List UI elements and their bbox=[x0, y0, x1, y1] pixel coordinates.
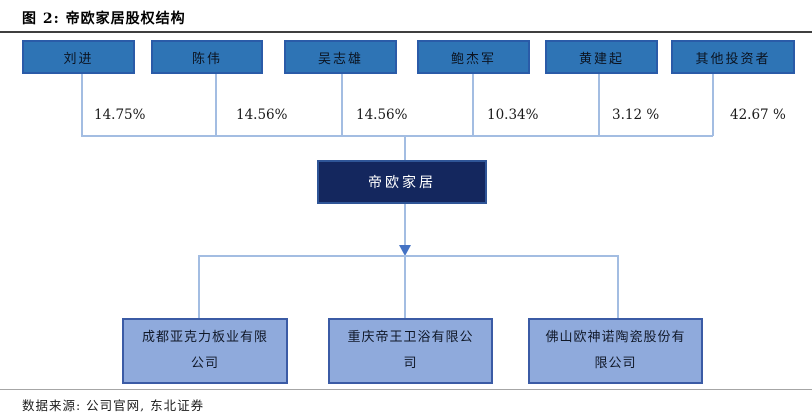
stake-label-1: 14.75% bbox=[94, 107, 146, 123]
connector-to-company bbox=[404, 135, 406, 160]
subsidiary-node-foshan: 佛山欧神诺陶瓷股份有 限公司 bbox=[528, 318, 703, 384]
connector-drop-1 bbox=[81, 74, 83, 136]
subsidiary-node-chengdu: 成都亚克力板业有限 公司 bbox=[122, 318, 288, 384]
connector-drop-4 bbox=[472, 74, 474, 136]
company-arrow-line bbox=[404, 204, 406, 248]
subsidiary-node-chongqing: 重庆帝王卫浴有限公 司 bbox=[328, 318, 493, 384]
upper-bus-line bbox=[81, 135, 713, 137]
subsidiary-drop-2 bbox=[404, 255, 406, 318]
shareholder-node-baojiejun: 鲍杰军 bbox=[417, 40, 530, 74]
footer-divider bbox=[0, 389, 812, 390]
shareholder-node-huangjianqi: 黄建起 bbox=[545, 40, 658, 74]
stake-label-4: 10.34% bbox=[487, 107, 539, 123]
connector-drop-3 bbox=[341, 74, 343, 136]
connector-drop-5 bbox=[598, 74, 600, 136]
stake-label-2: 14.56% bbox=[236, 107, 288, 123]
data-source-note: 数据来源: 公司官网, 东北证券 bbox=[22, 398, 205, 413]
company-node: 帝欧家居 bbox=[317, 160, 487, 204]
shareholder-node-wuzhixiong: 吴志雄 bbox=[284, 40, 397, 74]
subsidiary-drop-3 bbox=[617, 255, 619, 318]
stake-label-5: 3.12 % bbox=[612, 107, 660, 123]
stake-label-6: 42.67 % bbox=[730, 107, 786, 123]
connector-drop-6 bbox=[712, 74, 714, 136]
shareholder-node-liujin: 刘进 bbox=[22, 40, 135, 74]
lower-bus-line bbox=[198, 255, 619, 257]
down-arrow-icon bbox=[399, 245, 411, 256]
figure-title: 图 2: 帝欧家居股权结构 bbox=[22, 11, 186, 27]
connector-drop-2 bbox=[215, 74, 217, 136]
shareholder-node-chenwei: 陈伟 bbox=[151, 40, 263, 74]
shareholder-node-others: 其他投资者 bbox=[671, 40, 795, 74]
stake-label-3: 14.56% bbox=[356, 107, 408, 123]
subsidiary-drop-1 bbox=[198, 255, 200, 318]
title-divider bbox=[0, 31, 812, 33]
